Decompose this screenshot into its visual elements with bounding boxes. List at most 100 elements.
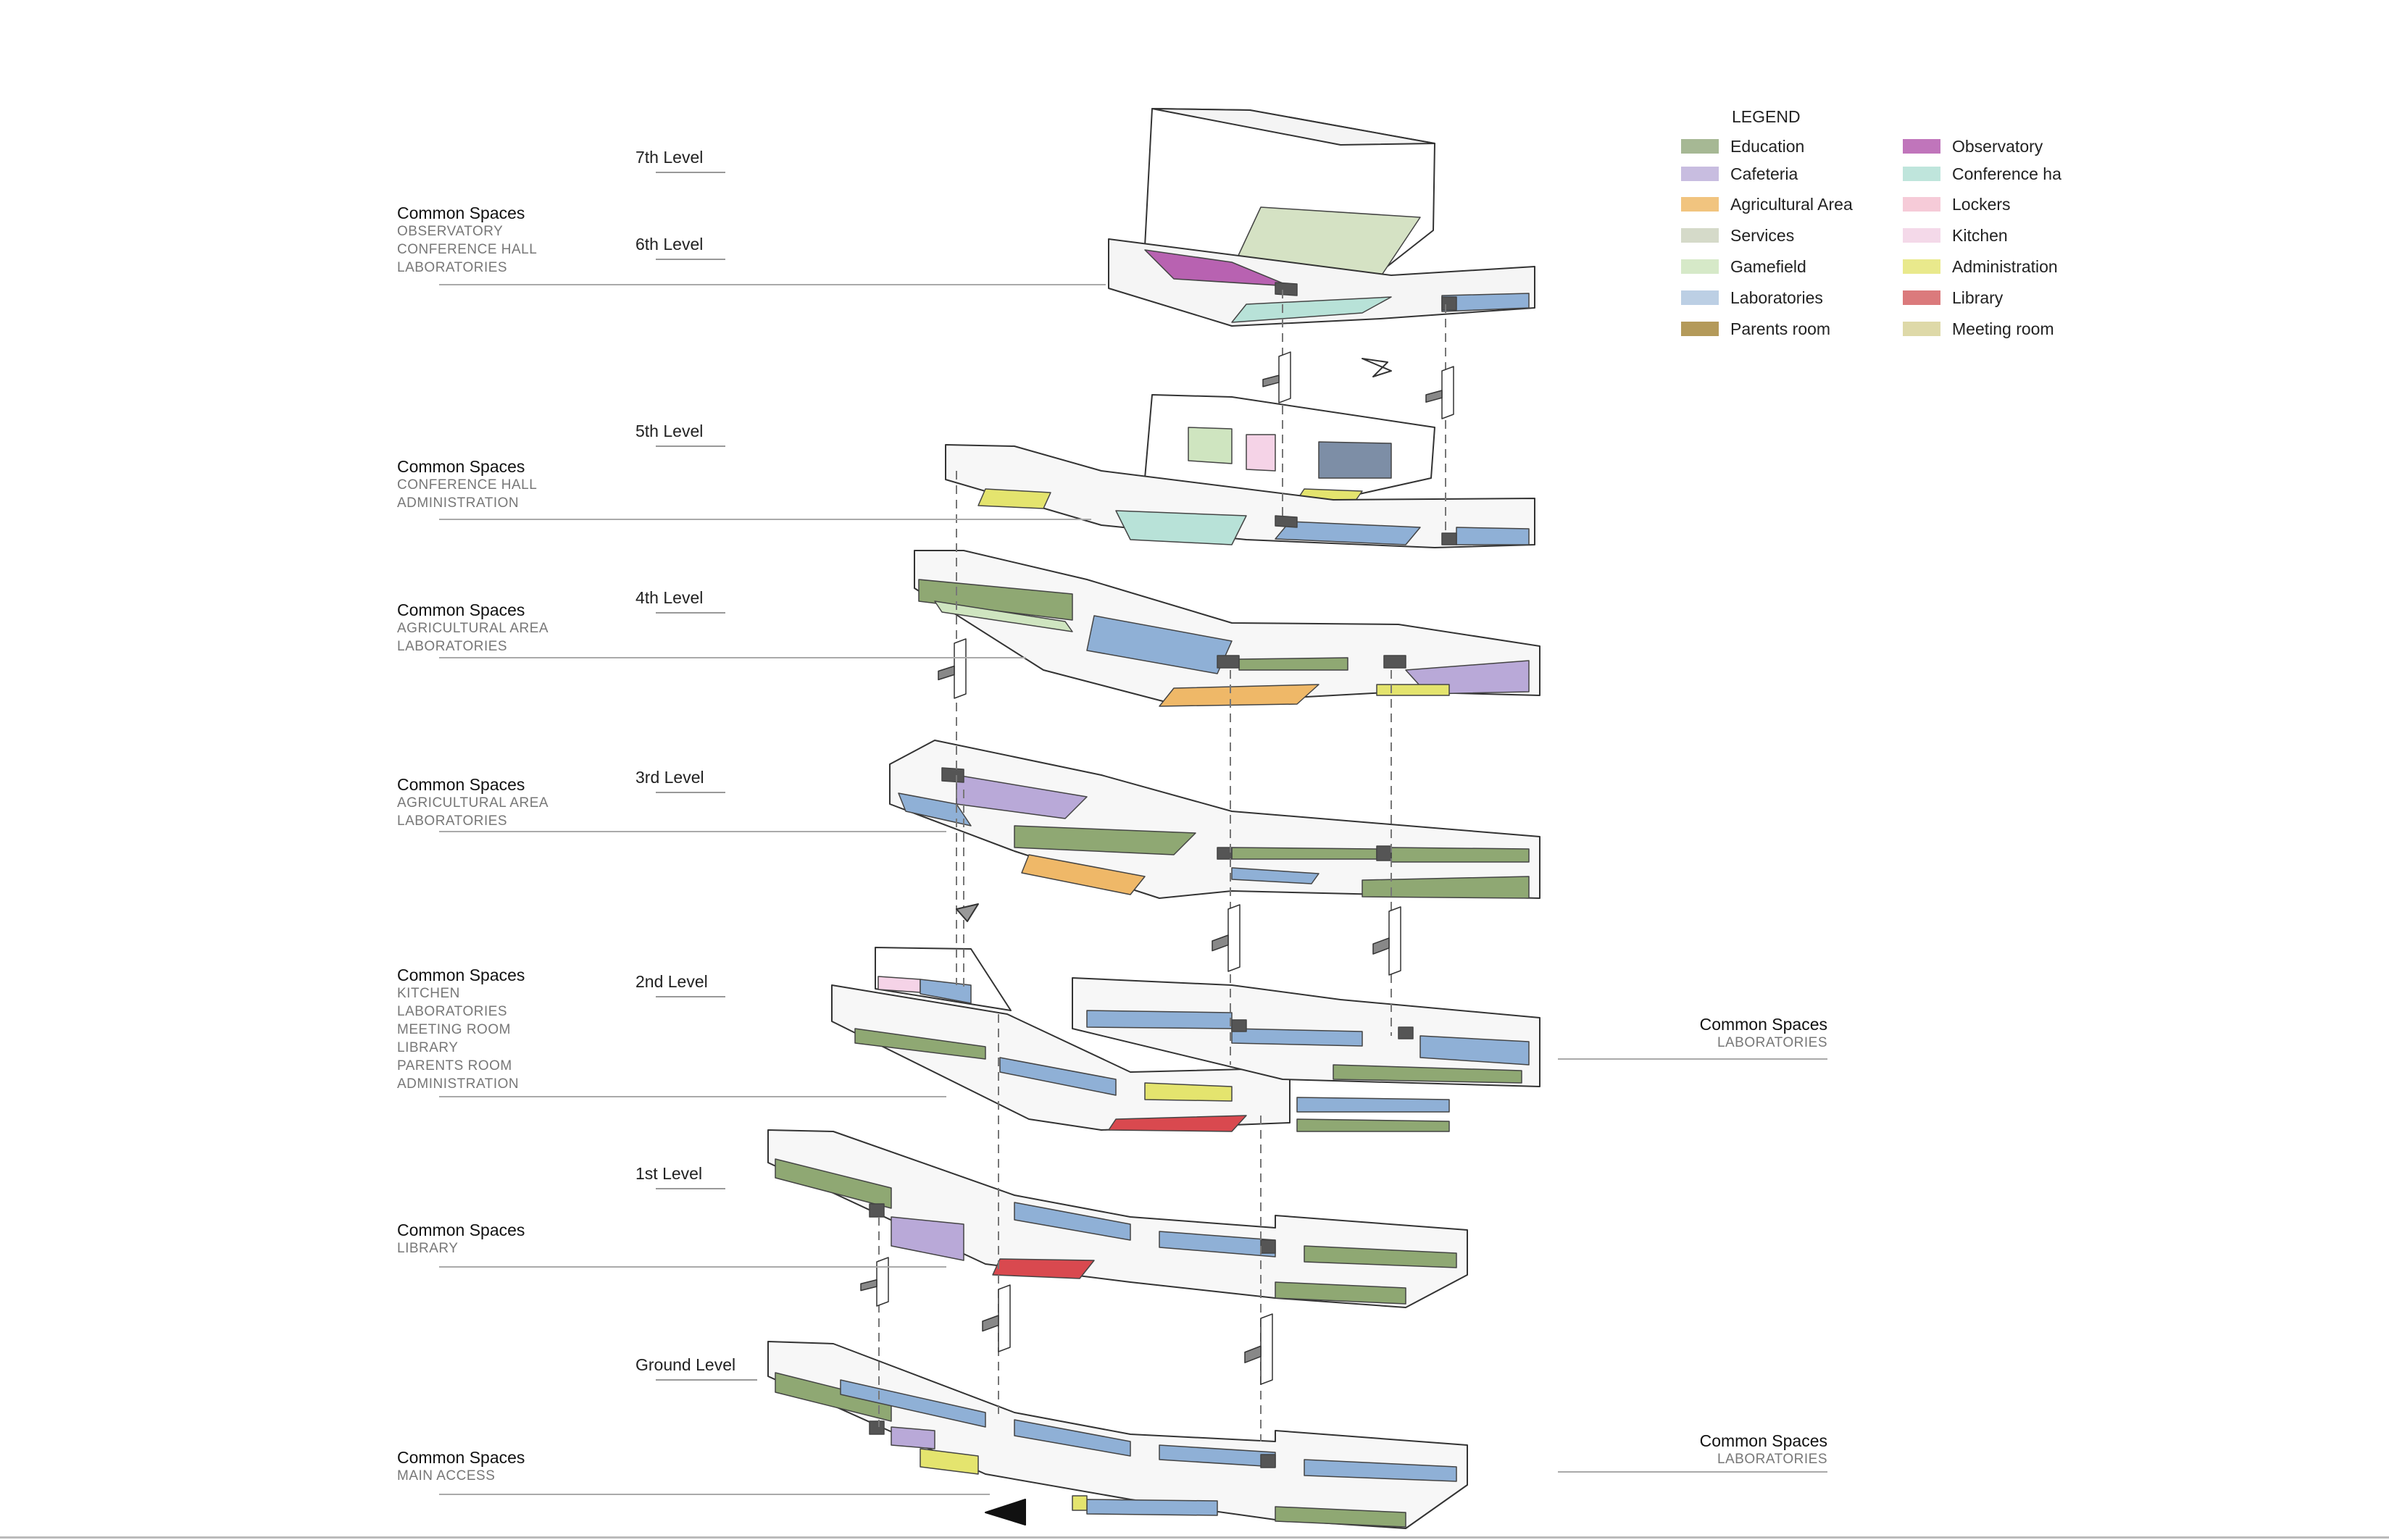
common-spaces-item: LIBRARY xyxy=(397,1241,459,1256)
stair-core xyxy=(1217,847,1233,860)
bottom-divider xyxy=(0,1536,2389,1539)
common-spaces-l2: Common Spaces KITCHEN LABORATORIES MEETI… xyxy=(397,966,525,1093)
legend-item: Education xyxy=(1681,136,1804,156)
legend-item: Library xyxy=(1903,288,2003,308)
elevator-core xyxy=(1388,906,1401,976)
cafeteria-floor xyxy=(891,1216,964,1261)
stair-flight xyxy=(1362,358,1392,377)
legend-item: Gamefield xyxy=(1681,256,1806,277)
stair-core xyxy=(941,767,964,783)
level-label-7: 7th Level xyxy=(635,148,725,173)
legend-swatch xyxy=(1681,139,1719,154)
common-spaces-item: LABORATORIES xyxy=(397,639,508,654)
legend-label: Lockers xyxy=(1952,194,2011,214)
education-floor xyxy=(775,1158,892,1209)
administration-floor xyxy=(1376,684,1450,696)
stair-core xyxy=(1217,655,1240,669)
legend-swatch xyxy=(1681,259,1719,274)
level-label-4: 4th Level xyxy=(635,588,725,614)
common-spaces-item: OBSERVATORY xyxy=(397,224,504,239)
education-floor xyxy=(1275,1281,1406,1305)
level3-slab xyxy=(889,740,1540,899)
laboratories-floor xyxy=(1159,1231,1276,1257)
common-spaces-item: MEETING ROOM xyxy=(397,1022,511,1037)
stair-core xyxy=(1260,1454,1276,1468)
leader-line xyxy=(1558,1058,1827,1060)
elevator-core xyxy=(998,1284,1011,1352)
stair-flight xyxy=(1372,937,1390,955)
laboratories-floor xyxy=(1304,1459,1457,1482)
stair-core xyxy=(869,1203,885,1218)
administration-floor xyxy=(1072,1495,1088,1511)
level-label-ground: Ground Level xyxy=(635,1355,757,1381)
common-spaces-item: CONFERENCE HALL xyxy=(397,477,538,493)
common-spaces-title: Common Spaces xyxy=(397,600,525,619)
stair-flight xyxy=(860,1279,877,1292)
laboratories-floor xyxy=(1231,1028,1363,1047)
leader-line xyxy=(439,831,946,832)
laboratories-floor xyxy=(1014,1202,1131,1241)
common-spaces-title: Common Spaces xyxy=(1699,1015,1827,1034)
leader-line xyxy=(439,657,1026,658)
common-spaces-item: PARENTS ROOM xyxy=(397,1058,512,1074)
legend-label: Laboratories xyxy=(1730,288,1823,307)
conference-floor xyxy=(1115,510,1247,545)
stair-flight xyxy=(1262,374,1280,388)
common-spaces-title: Common Spaces xyxy=(397,775,525,794)
stair-core xyxy=(1441,296,1457,311)
legend-label: Conference ha xyxy=(1952,164,2061,183)
common-spaces-right-l2: Common Spaces LABORATORIES xyxy=(1594,1016,1827,1052)
library-floor xyxy=(1108,1115,1247,1132)
cafeteria-floor xyxy=(891,1426,935,1449)
common-spaces-item: LABORATORIES xyxy=(397,260,508,275)
legend-label: Meeting room xyxy=(1952,319,2054,338)
gamefield-floor xyxy=(934,600,1073,632)
legend-swatch xyxy=(1903,139,1940,154)
common-spaces-item: AGRICULTURAL AREA xyxy=(397,621,549,636)
leader-line xyxy=(439,284,1106,285)
stair-core xyxy=(1376,845,1392,861)
main-access-arrow xyxy=(985,1499,1026,1526)
legend-label: Parents room xyxy=(1730,319,1831,338)
legend-item: Meeting room xyxy=(1903,319,2054,339)
stair-flight xyxy=(956,903,979,922)
legend-swatch xyxy=(1681,167,1719,181)
elevator-core xyxy=(954,638,967,699)
leader-line xyxy=(439,1494,990,1495)
elevator-core xyxy=(1227,904,1241,972)
lockers-floor xyxy=(1246,434,1276,472)
laboratories-floor xyxy=(1275,521,1421,545)
stair-flight xyxy=(1212,934,1229,952)
legend-swatch xyxy=(1681,322,1719,336)
legend-label: Kitchen xyxy=(1952,225,2008,245)
education-floor xyxy=(1304,1245,1457,1268)
education-floor xyxy=(1333,1064,1522,1084)
common-spaces-item: LABORATORIES xyxy=(397,1004,508,1019)
education-floor xyxy=(1296,1118,1450,1132)
stair-flight xyxy=(982,1315,999,1332)
common-spaces-title: Common Spaces xyxy=(1699,1431,1827,1450)
laboratories-floor xyxy=(920,979,972,1004)
legend-swatch xyxy=(1681,228,1719,243)
legend-label: Library xyxy=(1952,288,2004,307)
education-floor xyxy=(1391,847,1530,863)
common-spaces-item: LABORATORIES xyxy=(1717,1452,1827,1467)
ground-slab xyxy=(767,1341,1468,1529)
common-spaces-title: Common Spaces xyxy=(397,1448,525,1467)
common-spaces-title: Common Spaces xyxy=(397,457,525,476)
legend-label: Cafeteria xyxy=(1730,164,1798,183)
common-spaces-item: CONFERENCE HALL xyxy=(397,242,538,257)
common-spaces-item: LIBRARY xyxy=(397,1040,459,1055)
elevator-core xyxy=(1278,351,1291,403)
stair-core xyxy=(1383,655,1406,669)
stair-flight xyxy=(1425,390,1443,403)
legend-item: Lockers xyxy=(1903,194,2011,214)
level2-pod xyxy=(875,947,1012,1011)
agricultural-floor xyxy=(1159,684,1319,707)
library-floor xyxy=(992,1258,1095,1279)
common-spaces-l6: Common Spaces OBSERVATORY CONFERENCE HAL… xyxy=(397,204,537,277)
common-spaces-item: MAIN ACCESS xyxy=(397,1468,496,1483)
elevator-core xyxy=(876,1257,889,1307)
stair-core xyxy=(1260,1239,1276,1254)
agricultural-floor xyxy=(1021,854,1146,895)
